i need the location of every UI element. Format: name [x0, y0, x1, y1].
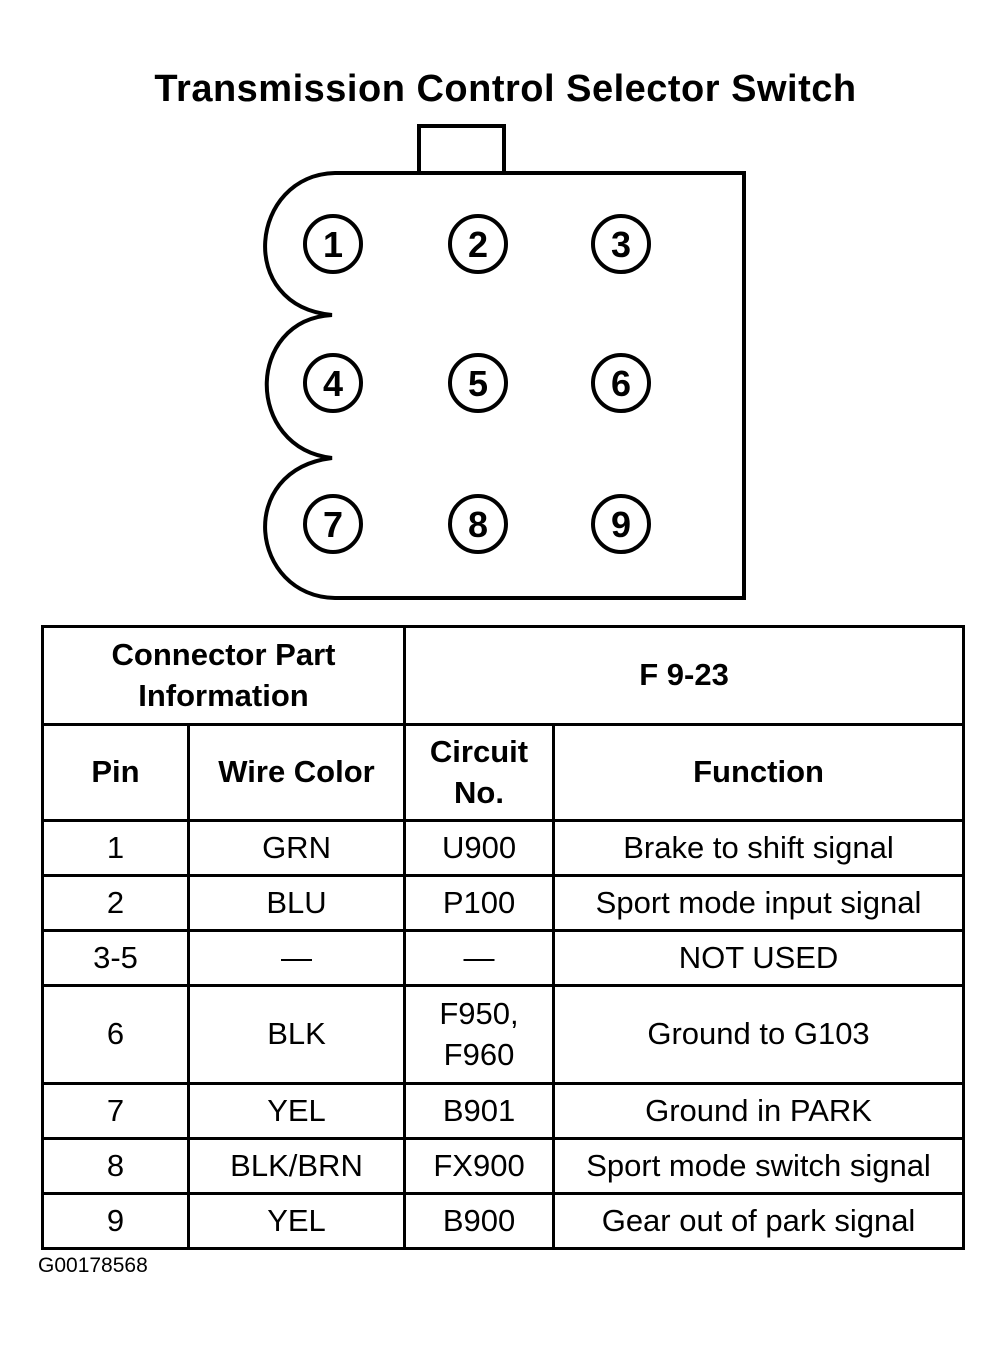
header-circuit-no: Circuit No.: [403, 723, 556, 822]
pin-2: 2: [448, 214, 508, 274]
part-info-value: F 9-23: [403, 625, 966, 726]
pin-5-label: 5: [468, 363, 488, 404]
cell-pin: 6: [41, 984, 190, 1085]
connector-diagram: 1 2 3 4 5 6 7 8 9: [263, 124, 746, 600]
cell-wire-color: GRN: [186, 819, 407, 877]
cell-circuit: FX900: [403, 1137, 556, 1195]
cell-wire-color: YEL: [186, 1192, 407, 1250]
cell-pin: 1: [41, 819, 190, 877]
pin-8-label: 8: [468, 504, 488, 545]
cell-function: Ground to G103: [552, 984, 966, 1085]
cell-function: Ground in PARK: [552, 1082, 966, 1140]
cell-wire-color: BLU: [186, 874, 407, 932]
pin-2-label: 2: [468, 224, 488, 265]
cell-pin: 9: [41, 1192, 190, 1250]
cell-function: Sport mode switch signal: [552, 1137, 966, 1195]
pin-7: 7: [303, 494, 363, 554]
pin-4-label: 4: [323, 363, 343, 404]
table-row: 2 BLU P100 Sport mode input signal: [41, 874, 966, 932]
cell-wire-color: YEL: [186, 1082, 407, 1140]
table-row: 9 YEL B900 Gear out of park signal: [41, 1192, 966, 1250]
cell-circuit: —: [403, 929, 556, 987]
part-info-label: Connector Part Information: [40, 625, 407, 726]
cell-function: Gear out of park signal: [552, 1192, 966, 1250]
pin-5: 5: [448, 353, 508, 413]
cell-function: Sport mode input signal: [552, 874, 966, 932]
pin-9: 9: [591, 494, 651, 554]
cell-circuit: U900: [403, 819, 556, 877]
table-row: 1 GRN U900 Brake to shift signal: [41, 819, 966, 877]
connector-body-outline: [263, 171, 746, 600]
cell-wire-color: BLK: [186, 984, 407, 1085]
cell-wire-color: BLK/BRN: [186, 1137, 407, 1195]
pin-1-label: 1: [323, 224, 343, 265]
cell-circuit: B901: [403, 1082, 556, 1140]
part-info-row: Connector Part Information F 9-23: [40, 625, 966, 726]
pin-3-label: 3: [611, 224, 631, 265]
cell-circuit: P100: [403, 874, 556, 932]
table-row: 6 BLK F950, F960 Ground to G103: [41, 984, 966, 1085]
pin-3: 3: [591, 214, 651, 274]
pin-4: 4: [303, 353, 363, 413]
table-row: 3-5 — — NOT USED: [41, 929, 966, 987]
header-function: Function: [552, 723, 966, 822]
cell-function: NOT USED: [552, 929, 966, 987]
table-row: 7 YEL B901 Ground in PARK: [41, 1082, 966, 1140]
pin-7-label: 7: [323, 504, 343, 545]
cell-pin: 7: [41, 1082, 190, 1140]
cell-pin: 3-5: [41, 929, 190, 987]
cell-pin: 8: [41, 1137, 190, 1195]
cell-pin: 2: [41, 874, 190, 932]
header-row: Pin Wire Color Circuit No. Function: [41, 723, 966, 822]
cell-circuit: F950, F960: [403, 984, 556, 1085]
pin-8: 8: [448, 494, 508, 554]
cell-wire-color: —: [186, 929, 407, 987]
figure-code: G00178568: [38, 1254, 148, 1277]
pin-6: 6: [591, 353, 651, 413]
header-wire-color: Wire Color: [186, 723, 407, 822]
pin-6-label: 6: [611, 363, 631, 404]
table-row: 8 BLK/BRN FX900 Sport mode switch signal: [41, 1137, 966, 1195]
connector-info-table: Connector Part Information F 9-23 Pin Wi…: [40, 625, 966, 1250]
pin-9-label: 9: [611, 504, 631, 545]
cell-function: Brake to shift signal: [552, 819, 966, 877]
cell-circuit: B900: [403, 1192, 556, 1250]
connector-tab: [417, 124, 506, 172]
pin-1: 1: [303, 214, 363, 274]
diagram-title: Transmission Control Selector Switch: [154, 68, 857, 110]
header-pin: Pin: [41, 723, 190, 822]
